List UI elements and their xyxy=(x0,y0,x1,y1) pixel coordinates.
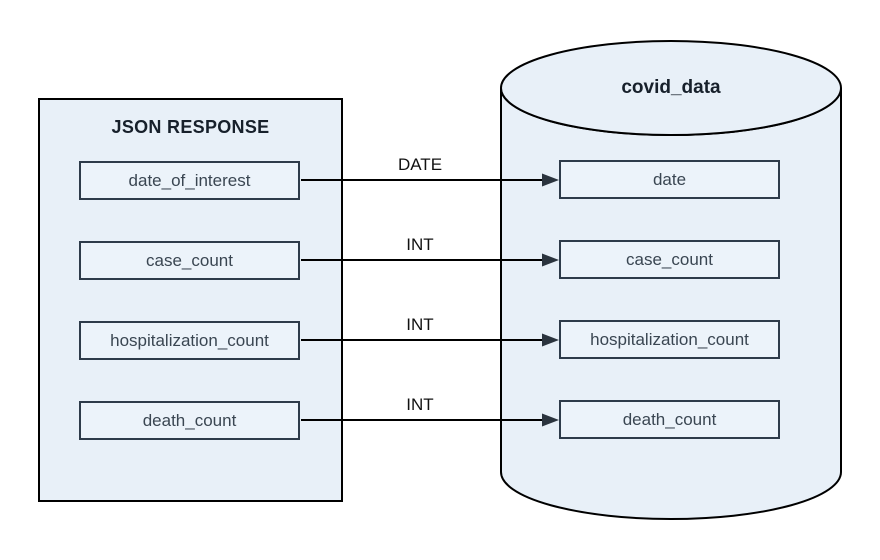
arrowhead-icon xyxy=(542,413,559,427)
target-field-box: death_count xyxy=(559,400,780,439)
mapping-arrow xyxy=(301,413,559,427)
target-field-box: date xyxy=(559,160,780,199)
database-title: covid_data xyxy=(621,77,721,98)
target-field-label: case_count xyxy=(626,249,713,269)
arrowhead-icon xyxy=(542,253,559,267)
source-field-box: hospitalization_count xyxy=(79,321,300,360)
target-field-label: death_count xyxy=(622,409,717,429)
source-field-box: date_of_interest xyxy=(79,161,300,200)
mapping-type-label: INT xyxy=(406,395,434,414)
target-field-label: date xyxy=(652,169,687,189)
json-response-title: JSON RESPONSE xyxy=(111,117,270,137)
database-cylinder-body xyxy=(500,87,842,520)
source-field-label: hospitalization_count xyxy=(110,330,269,350)
source-field-label: case_count xyxy=(146,250,233,270)
mapping-type-label: DATE xyxy=(397,155,443,174)
mapping-arrow xyxy=(301,333,559,347)
target-field-label: hospitalization_count xyxy=(590,329,749,349)
database-cylinder-top xyxy=(500,40,842,136)
arrowhead-icon xyxy=(542,173,559,187)
source-field-label: death_count xyxy=(142,410,237,430)
target-field-box: case_count xyxy=(559,240,780,279)
source-field-label: date_of_interest xyxy=(128,170,251,190)
source-field-box: death_count xyxy=(79,401,300,440)
mapping-arrow xyxy=(301,253,559,267)
mapping-arrow xyxy=(301,173,559,187)
mapping-type-label: INT xyxy=(406,235,434,254)
mapping-type-label: INT xyxy=(406,315,434,334)
source-field-box: case_count xyxy=(79,241,300,280)
target-field-box: hospitalization_count xyxy=(559,320,780,359)
arrowhead-icon xyxy=(542,333,559,347)
